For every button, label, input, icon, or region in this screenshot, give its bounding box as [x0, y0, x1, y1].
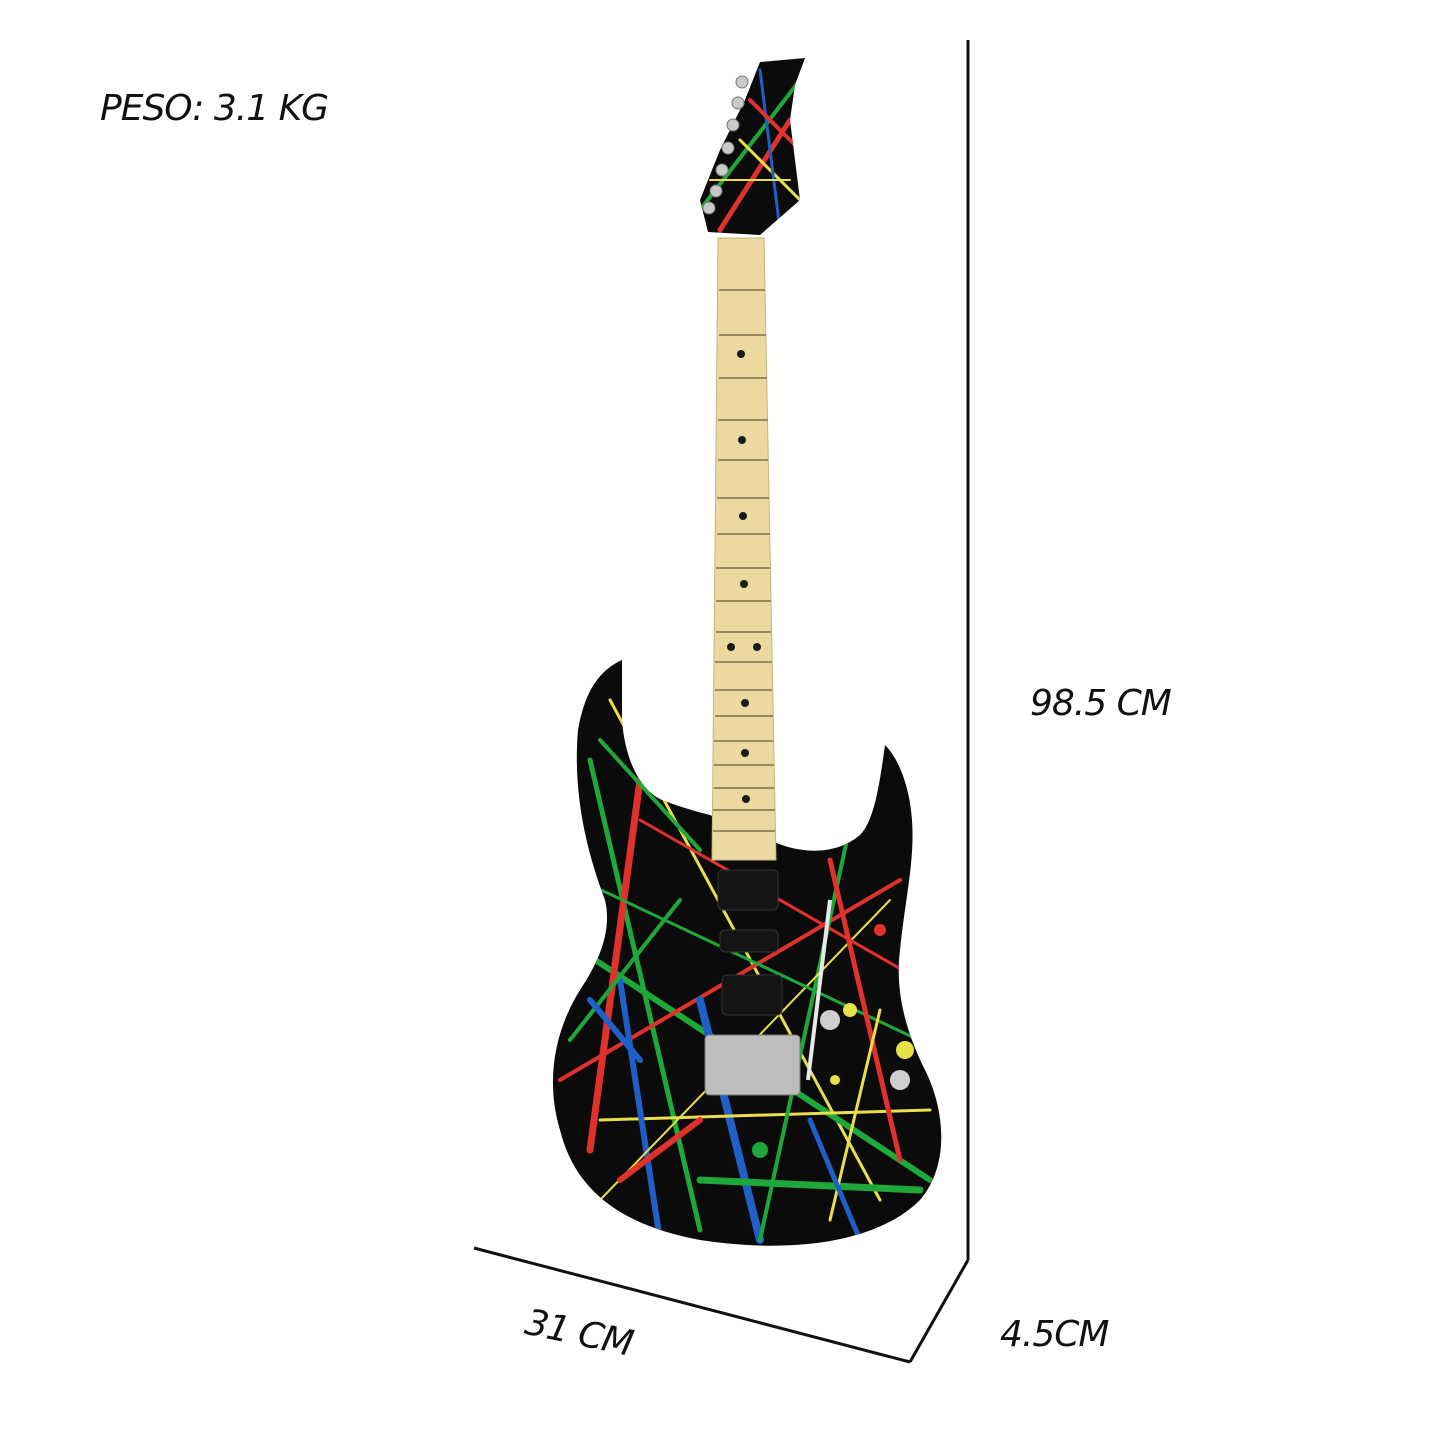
guitar-body: [552, 660, 942, 1246]
guitar-neck: [711, 237, 777, 861]
guitar-headstock: [700, 58, 805, 235]
depth-dimension-line: [908, 1259, 970, 1363]
weight-label: PESO: 3.1 KG: [100, 88, 329, 129]
depth-label: 4.5CM: [1000, 1314, 1109, 1355]
dimension-lines: [473, 40, 970, 1364]
height-label: 98.5 CM: [1030, 683, 1172, 724]
guitar-hardware: [704, 869, 910, 1096]
width-dimension-line: [473, 1246, 911, 1364]
